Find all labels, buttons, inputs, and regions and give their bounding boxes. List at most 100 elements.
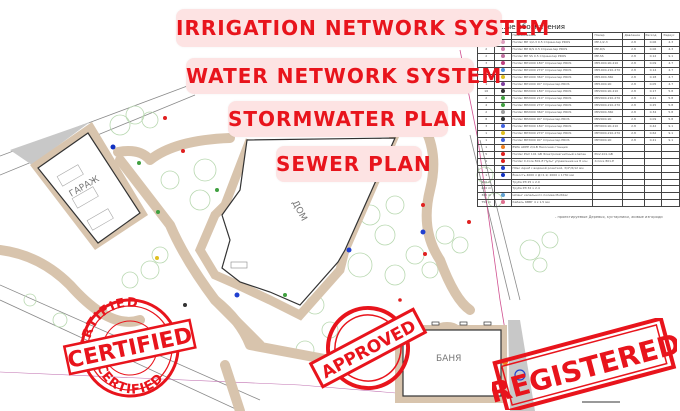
legend-cell-n: 8: [476, 115, 496, 124]
legend-symbol-icon: [500, 110, 505, 114]
legend-cell-q: [643, 164, 663, 173]
legend-symbol-cell: [494, 143, 512, 152]
legend-cell-q: 0.05: [643, 80, 663, 89]
legend-symbol-icon: [500, 124, 505, 128]
certified-stamp: CERTIFIED CERTIFIED CERTIFIED: [62, 293, 197, 403]
legend-symbol-cell: [494, 122, 512, 131]
legend-cell-p: 2.8: [622, 73, 645, 82]
legend-symbol-cell: [494, 171, 512, 180]
legend-header-cell: Давление: [622, 32, 645, 40]
legend-cell-code: MP-R/S: [592, 45, 624, 54]
legend-cell-n: 3: [476, 122, 496, 131]
legend-cell-q: 0.34: [643, 108, 663, 117]
legend-cell-code: MP2000-90: [592, 115, 624, 124]
legend-cell-p: [622, 143, 645, 152]
legend-cell-p: 2.8: [622, 101, 645, 110]
legend-cell-r: [661, 191, 680, 200]
legend-cell-q: 0.62: [643, 129, 663, 138]
legend-symbol-icon: [500, 68, 505, 72]
legend-cell-q: 0.06: [643, 38, 663, 47]
legend-symbol-cell: [494, 191, 512, 200]
legend-cell-name: Hunter MP3000 180° Спринклер PROS: [510, 122, 594, 131]
legend-cell-p: 2.8: [622, 122, 645, 131]
legend-cell-q: 0.21: [643, 94, 663, 103]
legend-grid: №НаименованиеНомерДавлениеРасходРадиус1H…: [476, 32, 680, 207]
legend-cell-r: 5.8: [661, 101, 680, 110]
legend-cell-q: 0.17: [643, 87, 663, 96]
legend-cell-code: [592, 178, 624, 187]
legend-cell-n: 1: [476, 136, 496, 145]
legend-cell-r: 4.7: [661, 59, 680, 68]
legend-symbol-cell: [494, 115, 512, 124]
legend-cell-r: [661, 185, 680, 193]
legend-cell-code: [592, 143, 624, 152]
legend-cell-name: Труба PЭ 25 х 2.0: [510, 178, 594, 187]
legend-cell-name: Hunter MP1000 270° Спринклер PROS: [510, 66, 594, 75]
legend-cell-n: 1: [476, 157, 496, 166]
legend-cell-name: Hunter MP2000 360° Спринклер PROS: [510, 108, 594, 117]
legend-symbol-icon: [500, 47, 505, 51]
legend-cell-n: 2: [476, 108, 496, 117]
legend-cell-name: Труба PЭ 32 х 2.4: [510, 185, 594, 193]
legend-cell-q: 0.21: [643, 136, 663, 145]
legend-symbol-icon: [500, 152, 505, 156]
legend-symbol-icon: [500, 103, 505, 107]
legend-cell-p: 2.8: [622, 108, 645, 117]
legend-cell-p: [622, 185, 645, 193]
legend-symbol-cell: [494, 45, 512, 54]
legend-cell-name: Hunter X-Core 801-E Пульт управления на …: [510, 157, 594, 166]
legend-cell-code: MP3000-90-210: [592, 122, 624, 131]
legend-table: ...ые обозначения №НаименованиеНомерДавл…: [476, 22, 680, 207]
legend-title: ...ые обозначения: [499, 23, 565, 31]
legend-symbol-icon: [500, 61, 505, 65]
legend-cell-code: MP1000-210-270: [592, 66, 624, 75]
legend-symbol-cell: [494, 87, 512, 96]
legend-cell-name: Hunter MP2000 90° Спринклер PROS: [510, 115, 594, 124]
registered-stamp: REGISTERED: [492, 318, 677, 410]
legend-symbol-icon: [500, 159, 505, 163]
legend-cell-q: [643, 150, 663, 159]
legend-cell-code: [592, 164, 624, 173]
legend-cell-q: 0.18: [643, 73, 663, 82]
legend-cell-p: 2.8: [622, 87, 645, 96]
legend-cell-q: [643, 191, 663, 200]
legend-cell-code: MP2000-360: [592, 108, 624, 117]
legend-cell-code: MP-SS: [592, 52, 624, 61]
legend-symbol-icon: [500, 193, 505, 197]
legend-symbol-icon: [500, 54, 505, 58]
legend-cell-n: 750 m: [476, 198, 496, 207]
legend-symbol-icon: [500, 145, 505, 149]
legend-cell-q: 0.06: [643, 45, 663, 54]
legend-cell-n: 16: [476, 87, 496, 96]
legend-symbol-icon: [500, 89, 505, 93]
legend-cell-name: Hunter MP3000 270° Спринклер PROS: [510, 129, 594, 138]
legend-cell-code: [592, 171, 624, 180]
legend-cell-name: Hunter MP2000 270° Спринклер PROS: [510, 101, 594, 110]
legend-cell-r: 9.1: [661, 136, 680, 145]
legend-row: 5 Hunter PGV 101 GB Электромагнитный клап…: [476, 150, 680, 159]
legend-cell-r: 9.1: [661, 129, 680, 138]
legend-cell-code: MP2000-90-210: [592, 87, 624, 96]
legend-cell-p: 2.8: [622, 52, 645, 61]
legend-cell-name: Hunter MP2000 210° Спринклер PROS: [510, 94, 594, 103]
legend-cell-name: Hunter PGV 101 GB Электромагнитный клапа…: [510, 150, 594, 159]
legend-cell-n: 5: [476, 150, 496, 159]
legend-cell-name: Hunter MP 1/2-3 0.5 Спринклер PROS: [510, 38, 594, 47]
legend-cell-n: 4: [476, 101, 496, 110]
legend-cell-n: 300 m: [476, 191, 496, 200]
legend-cell-q: [643, 143, 663, 152]
banner-irrigation-network: IRRIGATION NETWORK SYSTEM: [176, 9, 549, 47]
legend-symbol-icon: [500, 200, 505, 204]
legend-cell-code: [592, 198, 624, 207]
legend-cell-p: 2.8: [622, 94, 645, 103]
legend-header-cell: Расход: [643, 32, 663, 40]
